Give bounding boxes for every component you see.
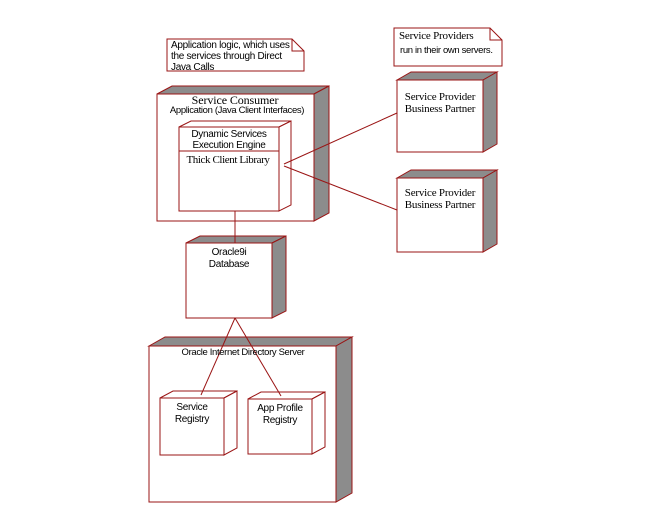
- note-service-providers: [393, 27, 503, 67]
- service-registry-label-line2: Registry: [174, 414, 210, 425]
- app-profile-registry-front-face: [247, 398, 313, 455]
- thick-client-library-label: Thick Client Library: [186, 154, 270, 166]
- edge-database-to-app-profile-registry: [234, 317, 282, 397]
- oracle9i-front-face: [185, 242, 273, 319]
- service-registry-node: [159, 390, 238, 456]
- execution-engine-front-face: [178, 126, 280, 212]
- oracle9i-right-face: [271, 235, 287, 319]
- note-app-logic-line3: Java Calls: [171, 62, 215, 73]
- service-provider-2-label-line1: Service Provider: [404, 187, 476, 199]
- execution-engine-label-line1: Dynamic Services: [191, 129, 267, 140]
- edge-thick-client-to-provider-2: [283, 165, 398, 211]
- service-consumer-right-face: [313, 85, 330, 222]
- note-app-logic-body: [166, 38, 305, 72]
- edge-thick-client-to-provider-1: [283, 112, 398, 165]
- service-registry-front-face: [159, 397, 225, 456]
- oracle9i-database-node: [185, 235, 287, 319]
- service-provider-1-label-line2: Business Partner: [404, 103, 476, 115]
- note-app-logic-line1: Application logic, which uses: [171, 40, 290, 51]
- note-app-logic-fold-corner: [291, 39, 304, 52]
- oid-server-title: Oracle Internet Directory Server: [181, 347, 305, 358]
- execution-engine-label-line2: Execution Engine: [192, 140, 266, 151]
- service-provider-1-front-face: [396, 79, 484, 153]
- service-consumer-title-line1: Service Consumer: [191, 93, 279, 107]
- oracle9i-label-line1: Oracle9i: [211, 247, 247, 258]
- service-provider-1-label-line1: Service Provider: [404, 91, 476, 103]
- note-app-logic: [166, 38, 305, 72]
- service-registry-right-face: [223, 390, 238, 456]
- oracle9i-label-line2: Database: [208, 259, 250, 270]
- service-provider-2-top-face: [395, 169, 499, 179]
- note-service-providers-fold-corner: [489, 28, 502, 41]
- service-registry-label-line1: Service: [176, 402, 208, 413]
- service-consumer-title-line2: Application (Java Client Interfaces): [169, 105, 305, 116]
- service-provider-2-right-face: [482, 169, 498, 253]
- service-provider-node-2: [395, 169, 499, 253]
- note-service-providers-line1: Service Providers: [399, 30, 474, 42]
- service-provider-2-front-face: [396, 177, 484, 253]
- service-provider-node-1: [395, 71, 499, 153]
- app-profile-registry-label-line2: Registry: [262, 415, 298, 426]
- oracle9i-top-face: [185, 235, 287, 244]
- note-service-providers-body: [393, 27, 503, 67]
- note-service-providers-line2: run in their own servers.: [400, 45, 493, 56]
- edge-database-to-service-registry: [200, 317, 236, 396]
- oid-server-right-face: [335, 336, 353, 503]
- service-provider-1-right-face: [482, 71, 498, 153]
- note-app-logic-line2: the services through Direct: [171, 51, 282, 62]
- app-profile-registry-right-face: [311, 391, 326, 455]
- service-provider-1-top-face: [395, 71, 499, 81]
- execution-engine-top-face: [178, 120, 292, 128]
- app-profile-registry-node: [247, 391, 326, 455]
- app-profile-registry-label-line1: App Profile: [257, 403, 303, 414]
- service-provider-2-label-line2: Business Partner: [404, 199, 476, 211]
